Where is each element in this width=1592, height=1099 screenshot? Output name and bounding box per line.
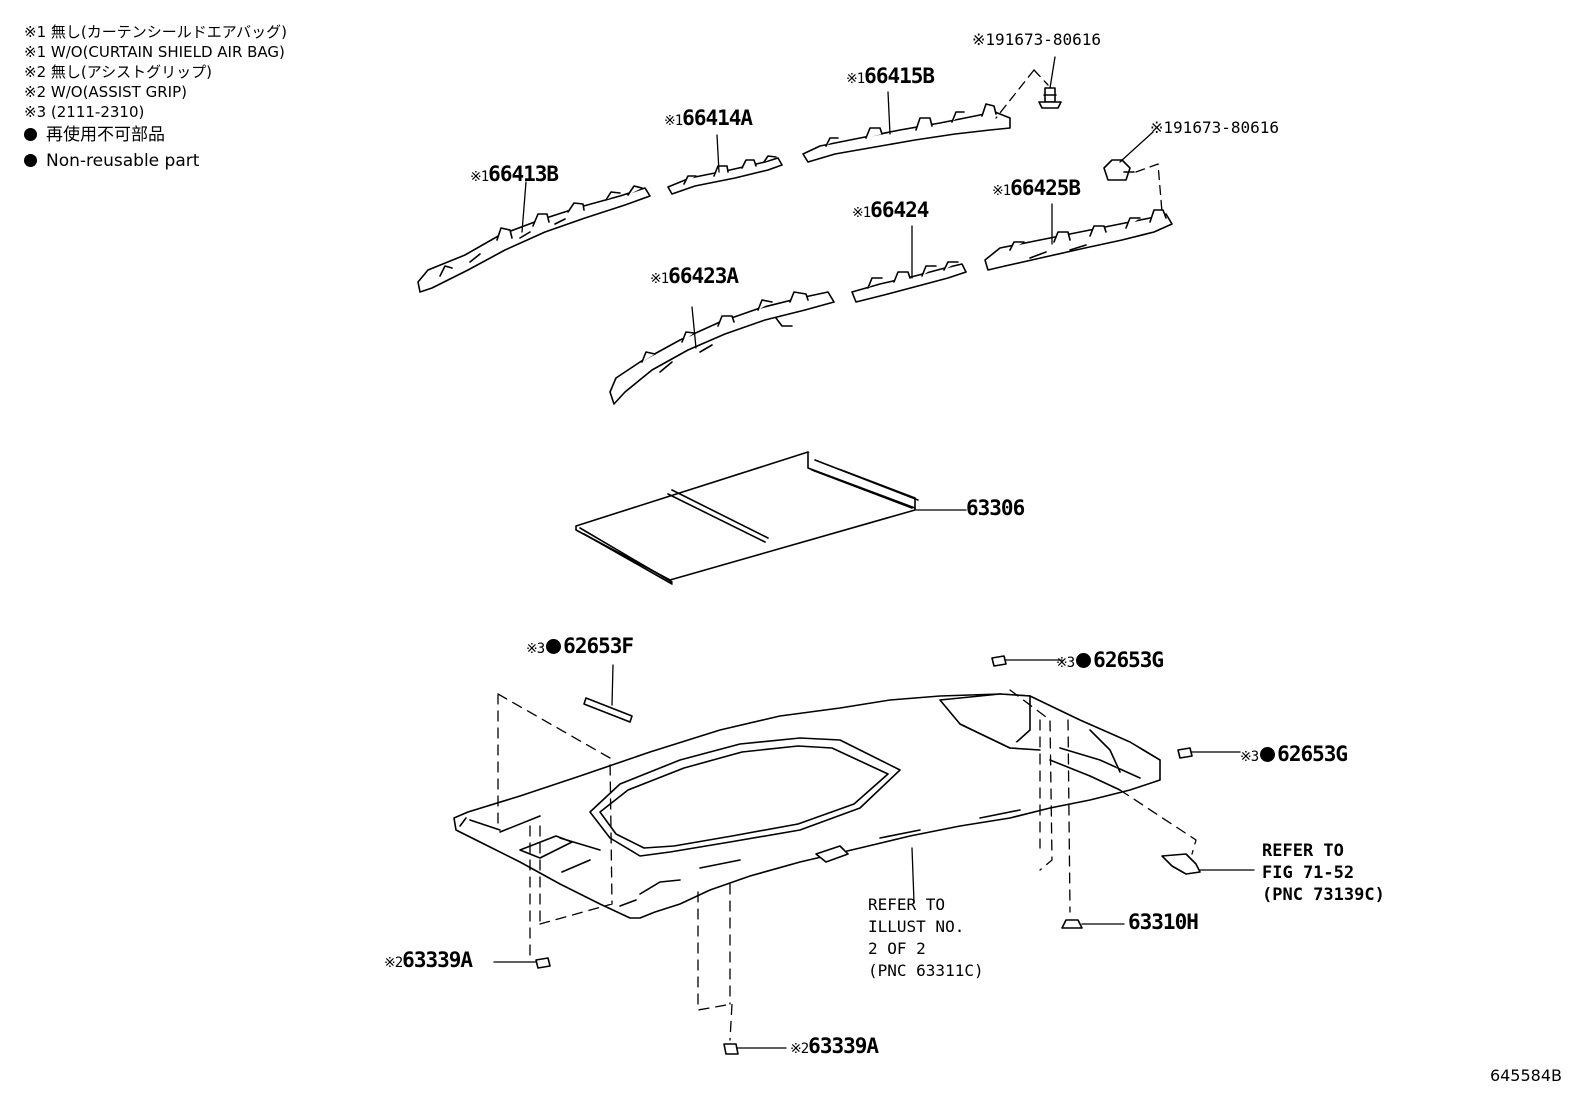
leader-66413b — [521, 181, 527, 233]
clip-63339a-left — [535, 957, 551, 969]
leader-66414a — [716, 134, 720, 173]
bullet-icon — [24, 154, 37, 167]
refer-illust-note[interactable]: REFER TO ILLUST NO. 2 OF 2 (PNC 63311C) — [868, 895, 984, 980]
lamp-bracket-73139c — [1161, 853, 1201, 875]
leader-bolt-top — [1049, 56, 1056, 89]
label-66414a[interactable]: ※166414A — [664, 106, 753, 130]
bolt-91673-80616-top — [1038, 87, 1062, 109]
leader-62653f — [611, 664, 614, 706]
note-1-ja: ※1 無し(カーテンシールドエアバッグ) — [24, 23, 287, 41]
trim-rail-66414a — [667, 155, 783, 195]
label-63339a-left[interactable]: ※263339A — [384, 948, 473, 972]
trim-rail-66425b — [984, 209, 1173, 271]
legend-notes: ※1 無し(カーテンシールドエアバッグ) ※1 W/O(CURTAIN SHIE… — [24, 22, 287, 174]
leader-bolt-right — [1119, 131, 1154, 163]
dash-bolt-top — [995, 69, 1035, 119]
clip-63310h — [1061, 919, 1083, 929]
label-63306[interactable]: 63306 — [966, 496, 1025, 520]
diagram-code: 645584B — [1489, 1066, 1562, 1085]
label-66413b[interactable]: ※166413B — [470, 162, 559, 186]
note-2-ja: ※2 無し(アシストグリップ) — [24, 63, 212, 81]
dash-guides — [497, 689, 1197, 1041]
note-2-en: ※2 W/O(ASSIST GRIP) — [24, 83, 187, 101]
sunshade-panel-63306 — [575, 451, 919, 585]
trim-rail-66424 — [851, 261, 967, 303]
refer-fig-note[interactable]: REFER TO FIG 71-52 (PNC 73139C) — [1262, 841, 1385, 905]
note-1-en: ※1 W/O(CURTAIN SHIELD AIR BAG) — [24, 43, 285, 61]
nonreusable-dot-icon — [1260, 747, 1276, 762]
label-66425b[interactable]: ※166425B — [992, 176, 1081, 200]
trim-rail-66415b — [802, 103, 1011, 163]
leader-66415b — [887, 91, 891, 135]
label-bolt-top[interactable]: ※191673-80616 — [972, 30, 1102, 49]
headliner-63310 — [453, 693, 1161, 919]
nonreusable-dot-icon — [546, 639, 562, 654]
label-66423a[interactable]: ※166423A — [650, 264, 739, 288]
label-63339a-bottom[interactable]: ※263339A — [790, 1034, 879, 1058]
note-nonreusable-ja: 再使用不可部品 — [24, 122, 287, 148]
pad-62653g-right — [1177, 747, 1193, 759]
dash-bolt-right — [1135, 163, 1163, 213]
note-3: ※3 (2111-2310) — [24, 103, 145, 121]
trim-rail-66413b — [417, 185, 651, 293]
label-63310h[interactable]: 63310H — [1128, 910, 1199, 934]
bolt-91673-80616-right — [1103, 159, 1135, 181]
nonreusable-dot-icon — [1076, 653, 1092, 668]
bullet-icon — [24, 128, 37, 141]
tape-62653f — [583, 697, 633, 723]
label-66424[interactable]: ※166424 — [852, 198, 929, 222]
pad-62653g-top — [991, 655, 1007, 667]
label-66415b[interactable]: ※166415B — [846, 64, 935, 88]
trim-rail-66423a — [609, 291, 835, 405]
clip-63339a-bottom — [723, 1043, 739, 1055]
leader-66423a — [691, 306, 697, 349]
label-bolt-right[interactable]: ※191673-80616 — [1150, 118, 1280, 137]
note-nonreusable-en: Non-reusable part — [24, 148, 287, 174]
